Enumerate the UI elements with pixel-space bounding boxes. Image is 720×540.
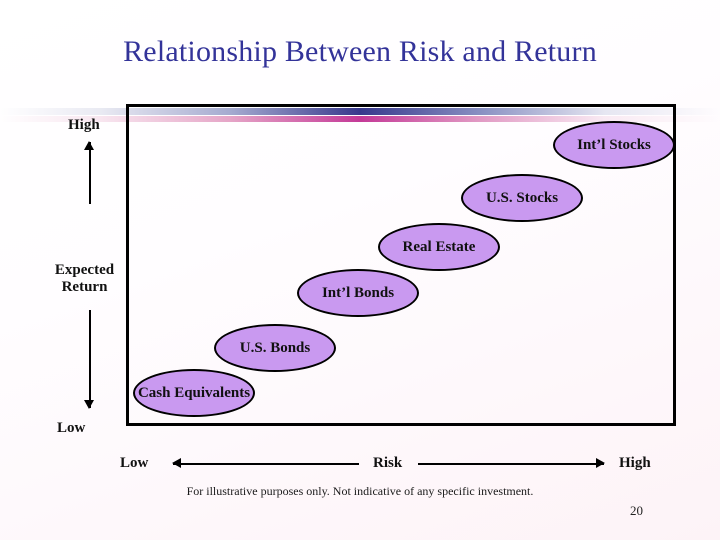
x-axis-low-label: Low: [120, 455, 149, 471]
decorative-blue-gradient-bar: [0, 108, 720, 115]
page-title: Relationship Between Risk and Return: [123, 35, 597, 68]
bubble-label-us-bonds: U.S. Bonds: [239, 339, 311, 356]
bubble-real-estate[interactable]: Real Estate: [378, 223, 500, 271]
y-axis-high-label: High: [68, 117, 100, 133]
x-axis-high-label: High: [619, 455, 651, 471]
footnote-disclaimer: For illustrative purposes only. Not indi…: [186, 484, 534, 498]
bubble-cash-equivalents[interactable]: Cash Equivalents: [133, 369, 255, 417]
x-axis-left-arrow: [172, 458, 359, 469]
decorative-pink-gradient-bar: [0, 116, 720, 122]
bubble-us-stocks[interactable]: U.S. Stocks: [461, 174, 583, 222]
x-axis-right-arrow: [418, 458, 605, 469]
page-number: 20: [630, 503, 643, 518]
bubble-intl-stocks[interactable]: Int’l Stocks: [553, 121, 675, 169]
chart-plot-area: [126, 104, 676, 426]
bubble-label-intl-stocks: Int’l Stocks: [577, 136, 651, 153]
x-axis-title: Risk: [373, 455, 403, 471]
bubble-label-cash-equivalents: Cash Equivalents: [137, 384, 251, 401]
y-axis-down-arrow: [84, 310, 95, 409]
bubble-intl-bonds[interactable]: Int’l Bonds: [297, 269, 419, 317]
y-axis-up-arrow: [84, 141, 95, 204]
y-axis-title-line1: Expected: [54, 262, 115, 278]
y-axis-title-line2: Return: [61, 279, 108, 295]
bubble-label-intl-bonds: Int’l Bonds: [321, 284, 395, 301]
bubble-label-us-stocks: U.S. Stocks: [485, 189, 559, 206]
y-axis-low-label: Low: [57, 420, 86, 436]
bubble-us-bonds[interactable]: U.S. Bonds: [214, 324, 336, 372]
bubble-label-real-estate: Real Estate: [402, 238, 476, 255]
